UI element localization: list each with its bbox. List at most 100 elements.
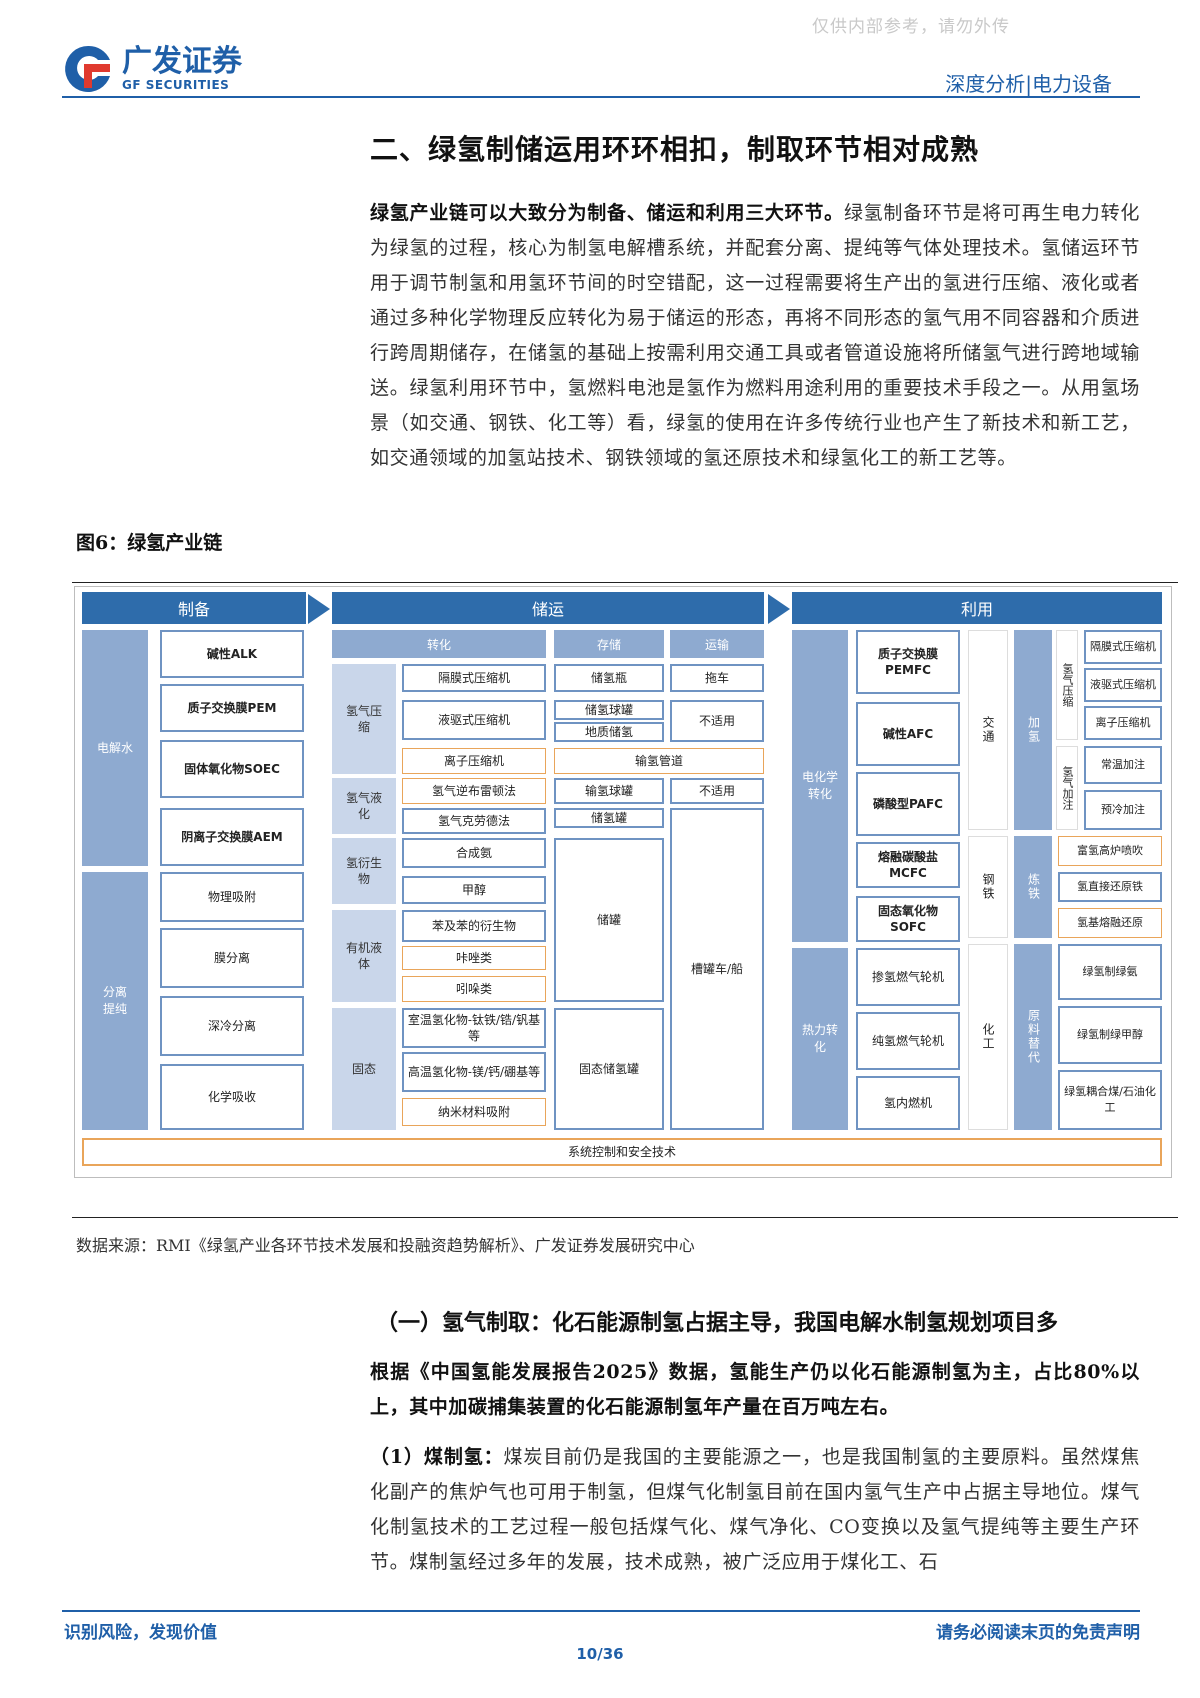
figure-source: 数据来源：RMI《绿氢产业各环节技术发展和投融资趋势解析》、广发证券发展研究中心 (76, 1236, 695, 1255)
thermal-item: 氢内燃机 (856, 1076, 960, 1130)
conversion-item: 高温氢化物-镁/钙/硼基等 (402, 1052, 546, 1092)
banner-prep: 制备 (82, 592, 306, 624)
intro-body: 绿氢制备环节是将可再生电力转化为绿氢的过程，核心为制氢电解槽系统，并配套分离、提… (370, 202, 1140, 469)
section-title: 二、绿氢制储运用环环相扣，制取环节相对成熟 (370, 133, 980, 166)
scene-steel: 钢铁 (968, 836, 1008, 938)
footer-disclaimer-link[interactable]: 请务必阅读末页的免责声明 (936, 1623, 1140, 1643)
header-transport: 运输 (670, 630, 764, 658)
fuelcell-item: 熔融碳酸盐MCFC (856, 842, 960, 888)
fuelcell-item: 碱性AFC (856, 702, 960, 766)
group-liquefy: 氢气液化 (332, 778, 396, 834)
use-item: 隔膜式压缩机 (1084, 630, 1162, 664)
header-store: 存储 (554, 630, 664, 658)
prep-item: 物理吸附 (160, 872, 304, 922)
store-item: 储氢瓶 (554, 664, 664, 692)
banner-use: 利用 (792, 592, 1162, 624)
logo-english: GF SECURITIES (122, 78, 230, 92)
diagram-frame (74, 586, 1172, 1178)
scene-transport: 交通 (968, 630, 1008, 830)
store-item: 储氢球罐 (554, 700, 664, 720)
page-number: 10/36 (576, 1645, 624, 1663)
fuelcell-item: 固态氧化物SOFC (856, 896, 960, 942)
prep-item: 膜分离 (160, 928, 304, 988)
store-item: 输氢球罐 (554, 778, 664, 804)
use-item: 常温加注 (1084, 746, 1162, 784)
coal-hydrogen-paragraph: （1）煤制氢：煤炭目前仍是我国的主要能源之一，也是我国制氢的主要原料。虽然煤焦化… (370, 1440, 1140, 1580)
footer-slogan: 识别风险，发现价值 (64, 1623, 217, 1643)
use-item: 绿氢耦合煤/石油化工 (1058, 1070, 1162, 1130)
prep-item: 阴离子交换膜AEM (160, 808, 304, 866)
intro-paragraph: 绿氢产业链可以大致分为制备、储运和利用三大环节。绿氢制备环节是将可再生电力转化为… (370, 196, 1140, 476)
group-thermal: 热力转化 (792, 948, 848, 1130)
conversion-item: 液驱式压缩机 (402, 700, 546, 740)
coal-hydrogen-body: 煤炭目前仍是我国的主要能源之一，也是我国制氢的主要原料。虽然煤焦化副产的焦炉气也… (370, 1446, 1141, 1573)
header-divider (62, 96, 1140, 98)
group-separation: 分离提纯 (82, 872, 148, 1130)
use-item: 富氢高炉喷吹 (1058, 836, 1162, 866)
store-item: 输氢管道 (554, 748, 764, 774)
figure-bottom-rule (72, 1217, 1178, 1218)
store-item: 储氢罐 (554, 808, 664, 828)
figure-top-rule (72, 582, 1178, 583)
group-solid: 固态 (332, 1008, 396, 1130)
fuelcell-item: 磷酸型PAFC (856, 772, 960, 836)
conversion-item: 室温氢化物-钛铁/锆/钒基等 (402, 1008, 546, 1048)
mid-refuel: 加氢 (1014, 630, 1052, 830)
report-category: 深度分析|电力设备 (945, 72, 1112, 96)
use-item: 氢直接还原铁 (1058, 872, 1162, 902)
logo-name: 广发证券 (122, 44, 242, 79)
watermark: 仅供内部参考，请勿外传 (812, 17, 1010, 37)
use-item: 氢基熔融还原 (1058, 908, 1162, 938)
prep-item: 固体氧化物SOEC (160, 740, 304, 798)
group-organic-liquid: 有机液体 (332, 910, 396, 1002)
transport-item: 拖车 (670, 664, 764, 692)
thermal-item: 纯氢燃气轮机 (856, 1012, 960, 1070)
label-inject: 氢气加注 (1056, 746, 1078, 830)
use-item: 绿氢制绿氨 (1058, 944, 1162, 1000)
transport-item: 不适用 (670, 778, 764, 804)
conversion-item: 隔膜式压缩机 (402, 664, 546, 692)
use-item: 绿氢制绿甲醇 (1058, 1006, 1162, 1064)
store-item: 固态储氢罐 (554, 1008, 664, 1130)
thermal-item: 掺氢燃气轮机 (856, 948, 960, 1006)
use-item: 预冷加注 (1084, 790, 1162, 830)
conversion-item: 甲醇 (402, 876, 546, 904)
prep-item: 深冷分离 (160, 996, 304, 1056)
conversion-item: 咔唑类 (402, 946, 546, 970)
arrow-icon (768, 594, 790, 624)
scene-chemical: 化工 (968, 944, 1008, 1130)
conversion-item: 离子压缩机 (402, 748, 546, 774)
transport-item: 不适用 (670, 700, 764, 742)
group-electrolysis: 电解水 (82, 630, 148, 866)
use-item: 液驱式压缩机 (1084, 668, 1162, 702)
arrow-icon (308, 594, 330, 624)
store-item: 储罐 (554, 838, 664, 1002)
logo: 广发证券 GF SECURITIES (60, 42, 242, 96)
group-compress: 氢气压缩 (332, 664, 396, 774)
fuelcell-item: 质子交换膜PEMFC (856, 630, 960, 694)
prep-item: 碱性ALK (160, 630, 304, 678)
conversion-item: 合成氨 (402, 838, 546, 868)
conversion-item: 纳米材料吸附 (402, 1098, 546, 1126)
label-compress: 氢气压缩 (1056, 630, 1078, 740)
subsection-title: （一）氢气制取：化石能源制氢占据主导，我国电解水制氢规划项目多 (376, 1310, 1059, 1336)
conversion-item: 苯及苯的衍生物 (402, 910, 546, 942)
banner-storage: 储运 (332, 592, 764, 624)
key-finding-paragraph: 根据《中国氢能发展报告2025》数据，氢能生产仍以化石能源制氢为主，占比80%以… (370, 1361, 1140, 1418)
group-derivatives: 氢衍生物 (332, 838, 396, 904)
intro-lead: 绿氢产业链可以大致分为制备、储运和利用三大环节。 (370, 202, 844, 224)
store-item: 地质储氢 (554, 722, 664, 742)
conversion-item: 氢气逆布雷顿法 (402, 778, 546, 804)
transport-item: 槽罐车/船 (670, 808, 764, 1130)
prep-item: 化学吸收 (160, 1064, 304, 1130)
coal-hydrogen-lead: （1）煤制氢： (370, 1446, 504, 1468)
gf-logo-icon (65, 45, 110, 92)
conversion-item: 吲哚类 (402, 976, 546, 1002)
footer-divider (62, 1610, 1140, 1612)
header-conversion: 转化 (332, 630, 546, 658)
mid-feedstock: 原料替代 (1014, 944, 1052, 1130)
conversion-item: 氢气克劳德法 (402, 808, 546, 834)
figure-title: 图6：绿氢产业链 (76, 532, 223, 554)
prep-item: 质子交换膜PEM (160, 684, 304, 732)
group-electrochem: 电化学转化 (792, 630, 848, 942)
